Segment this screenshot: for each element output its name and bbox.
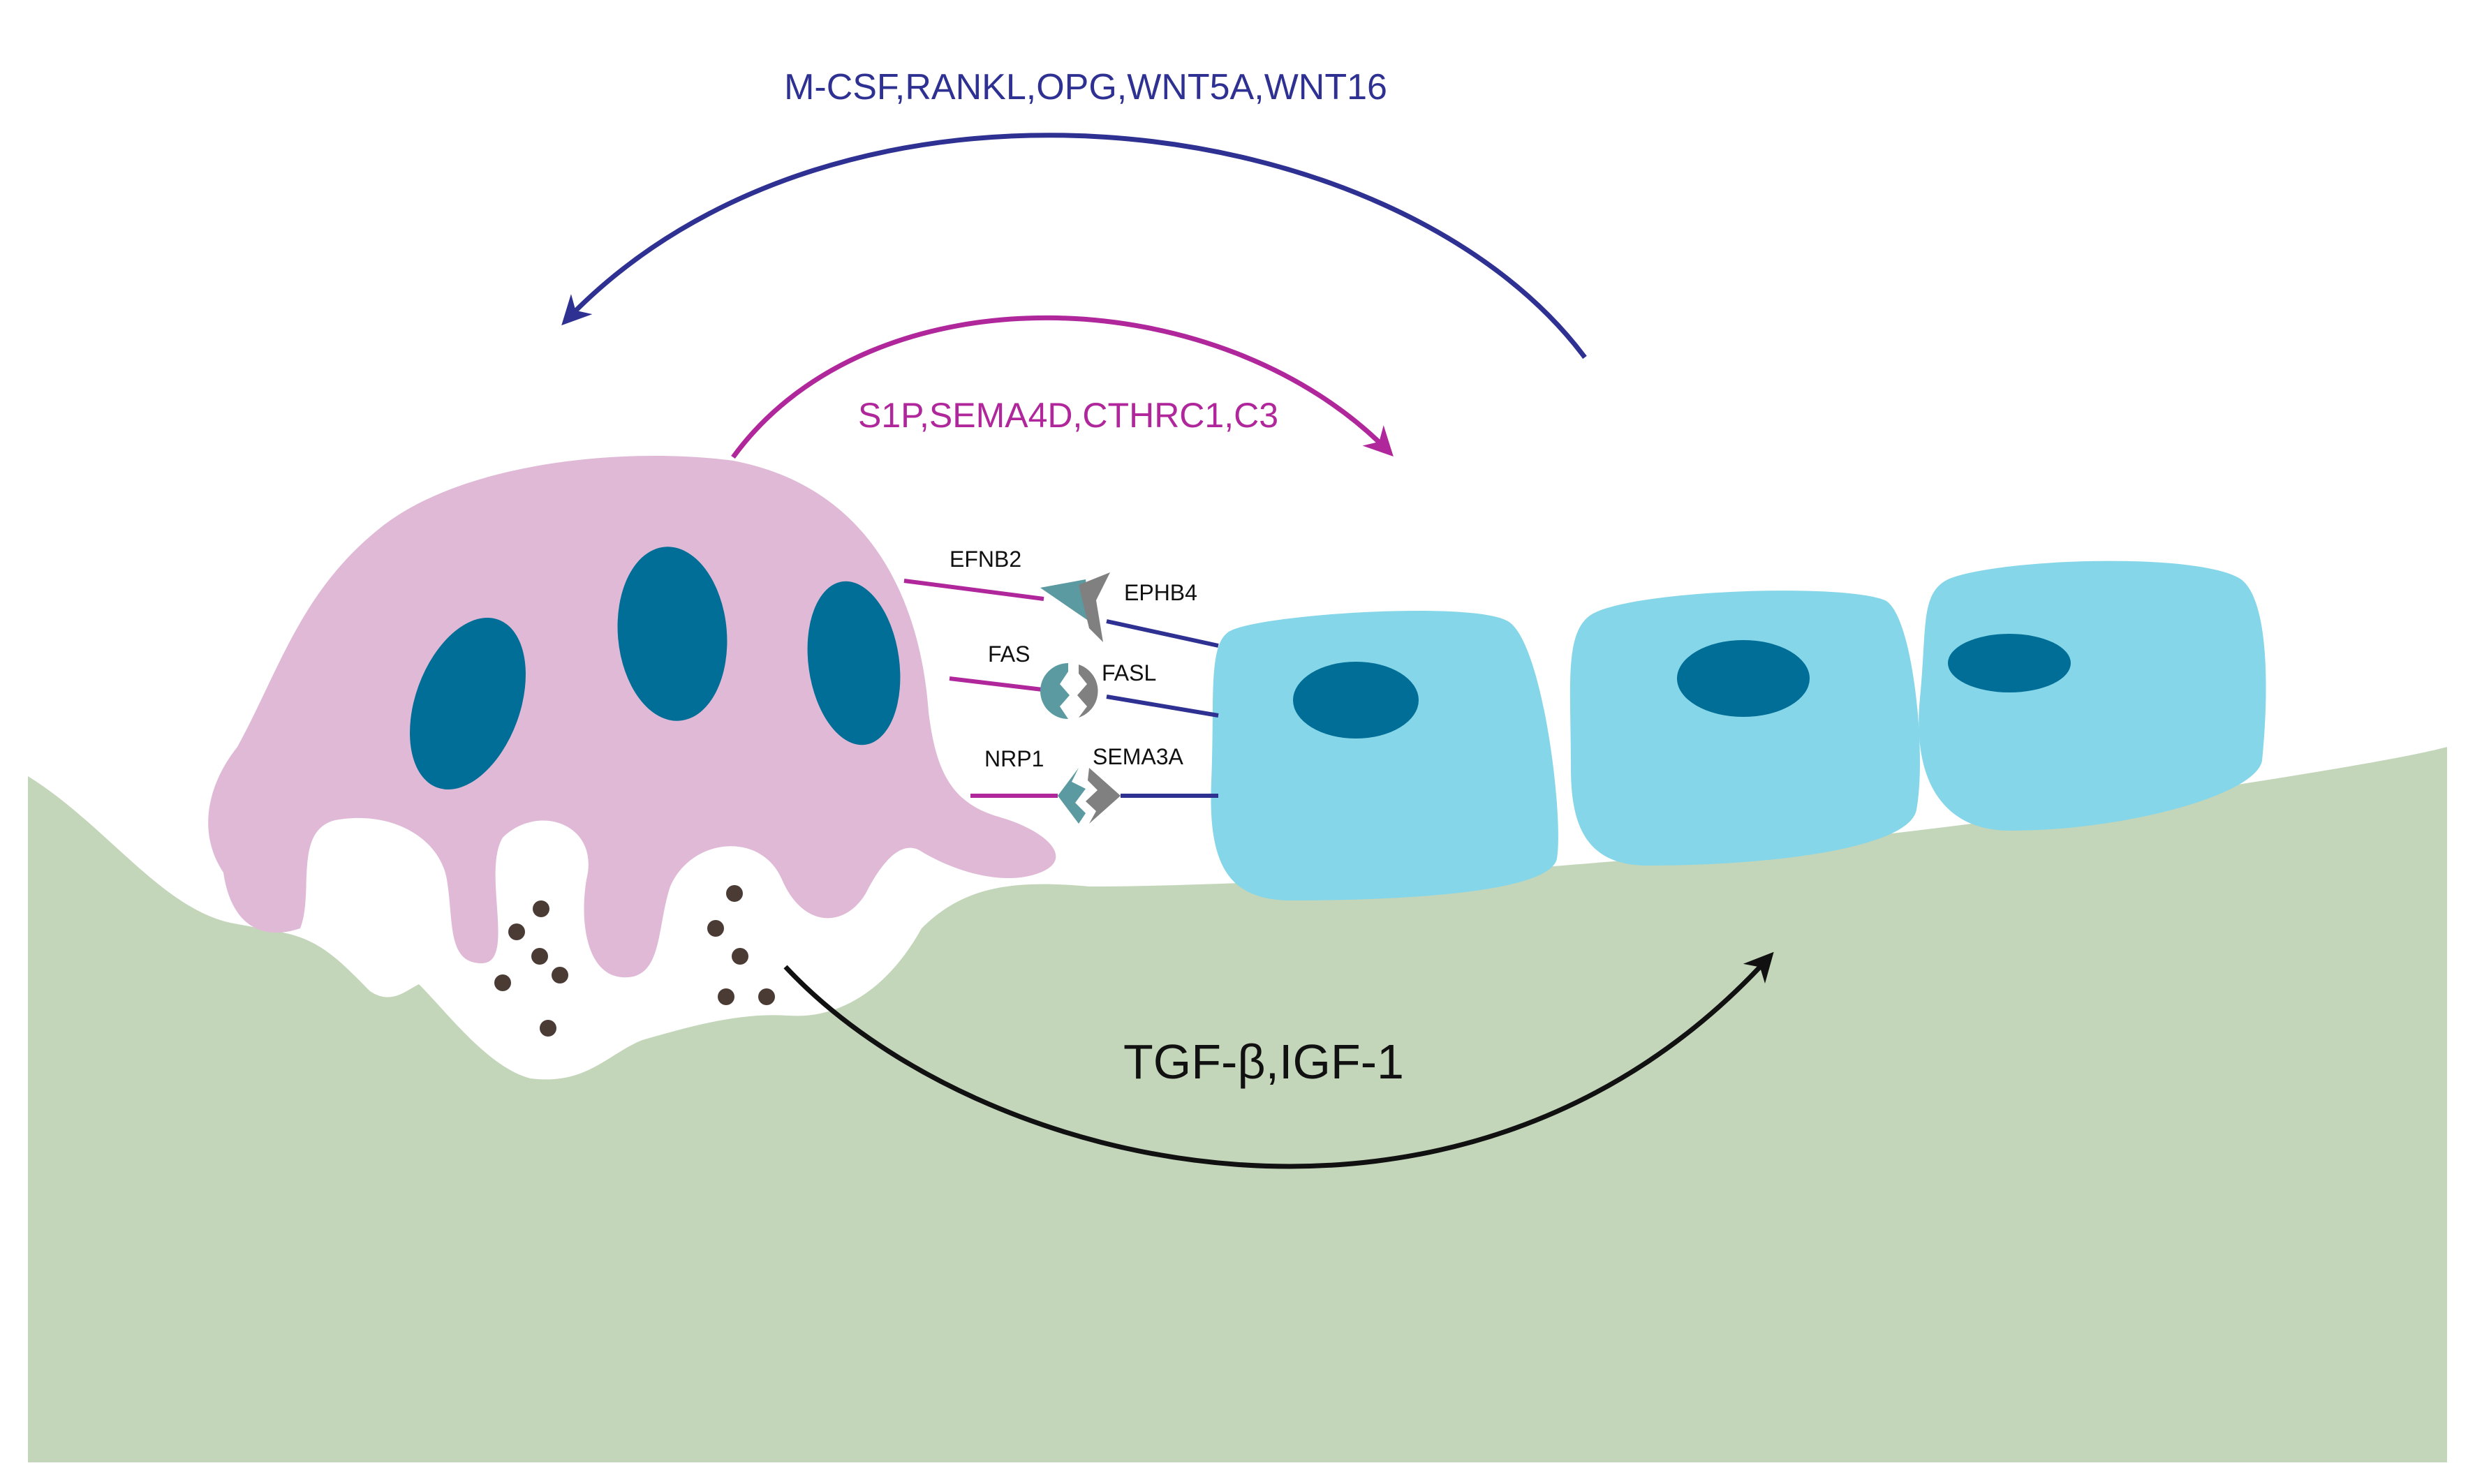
pair-fas-fasl [949,663,1219,719]
osteoblast-nucleus [1293,662,1419,739]
osteoblast-cell [1569,591,1920,866]
osteoblasts [1211,561,2266,900]
matrix-factors-label: TGF-β,IGF-1 [1123,1034,1404,1089]
matrix-factor-arrow [783,951,1774,1169]
fas-line [949,676,1055,693]
osteoclast-to-osteoblast-arrow [731,315,1394,459]
fas-shape [1040,663,1070,719]
matrix-particle [494,974,511,991]
matrix-particle [531,948,548,965]
osteoclast-nucleus [807,581,901,745]
nrp1-label: NRP1 [984,746,1044,771]
matrix-particle [552,967,568,984]
efnb2-label: EFNB2 [950,547,1021,572]
osteoclast-nucleus [410,618,526,789]
matrix-particle [726,885,743,902]
matrix-particles [494,885,775,1037]
fasl-label: FASL [1102,660,1156,685]
osteoblast-cell [1211,610,1558,900]
matrix-particle [508,923,525,940]
matrix-particle [758,988,775,1005]
pair-efnb2-ephb4 [903,572,1219,648]
osteoblast-to-osteoclast-label: M-CSF,RANKL,OPG,WNT5A,WNT16 [784,67,1387,107]
osteoclast-body [208,456,1056,978]
ephb4-shape [1079,572,1110,642]
osteoclast-nucleus [617,547,727,721]
bone-surface [28,747,2447,1462]
osteoblast-cell [1919,561,2266,831]
sema3a-shape [1086,768,1121,824]
nrp1-shape [1058,768,1086,824]
sema3a-label: SEMA3A [1093,744,1183,769]
osteoblast-to-osteoclast-arrow [561,133,1587,359]
matrix-particle [718,988,734,1005]
osteoblast-nucleus [1677,640,1810,717]
fasl-line [1106,695,1219,718]
matrix-particle [707,920,724,937]
osteoblast-nucleus [1948,634,2071,692]
matrix-particle [732,948,748,965]
fas-label: FAS [988,641,1030,667]
efnb2-shape [1040,579,1089,621]
osteoclast [208,456,1056,978]
fasl-shape [1077,665,1098,718]
ephb4-label: EPHB4 [1124,580,1197,605]
pair-nrp1-sema3a [970,768,1218,824]
matrix-particle [540,1020,556,1037]
efnb2-line [903,579,1044,601]
osteoclast-to-osteoblast-label: S1P,SEMA4D,CTHRC1,C3 [858,396,1278,435]
matrix-particle [533,900,549,917]
ephb4-line [1106,619,1219,648]
